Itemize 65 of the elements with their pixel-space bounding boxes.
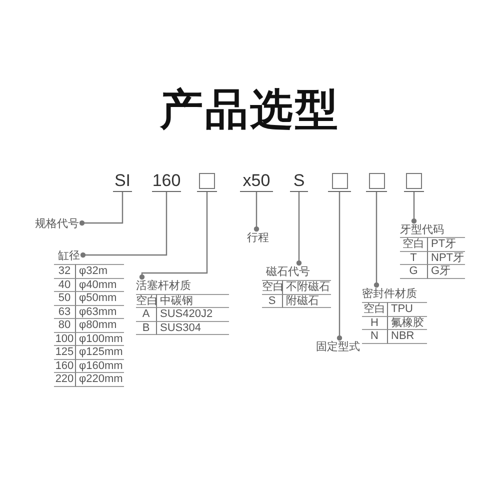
option-code: 空白 (262, 280, 283, 294)
leader-line (254, 192, 260, 232)
blank-slot (404, 171, 424, 192)
blank-slot (328, 171, 351, 192)
option-code: 100 (54, 332, 76, 345)
option-value: φ220mm (76, 372, 124, 386)
code-segment: SI (113, 171, 132, 192)
title: 产品选型 (160, 86, 340, 134)
option-value: 氟橡胶 (388, 316, 427, 329)
option-value: φ32m (76, 264, 124, 278)
option-value: PT牙 (428, 237, 465, 251)
option-value: φ125mm (76, 345, 124, 358)
option-value: SUS420J2 (157, 307, 229, 321)
category-label: 固定型式 (313, 338, 363, 354)
option-value: 不附磁石 (283, 280, 331, 294)
option-value: φ50mm (76, 291, 124, 304)
option-code: 125 (54, 345, 76, 358)
option-code: 80 (54, 318, 76, 332)
option-code: 63 (54, 304, 76, 318)
leader-line (296, 192, 302, 266)
option-value: TPU (388, 302, 427, 316)
category-label: 活塞杆材质 (133, 277, 194, 293)
option-code: B (136, 320, 157, 336)
code-segment: S (290, 171, 308, 192)
option-value: φ63mm (76, 304, 124, 318)
category-label: 磁石代号 (263, 263, 313, 279)
option-code: 220 (54, 372, 76, 386)
option-code: H (362, 316, 388, 329)
leader-line (336, 192, 342, 341)
option-code: 40 (54, 278, 76, 291)
option-value: 中碳钢 (157, 294, 229, 308)
option-code: 空白 (400, 237, 428, 251)
category-label: 缸径 (55, 247, 83, 263)
category-label: 牙型代码 (397, 221, 447, 237)
option-value: φ40mm (76, 278, 124, 291)
option-code: T (400, 250, 428, 264)
option-value: φ100mm (76, 332, 124, 345)
leader-line (139, 192, 208, 280)
option-value: SUS304 (157, 320, 229, 336)
leader-line (411, 192, 417, 224)
blank-slot (197, 171, 217, 192)
leader-line (79, 192, 124, 226)
option-code: S (262, 294, 283, 308)
option-value: φ160mm (76, 358, 124, 372)
option-value: NPT牙 (428, 250, 465, 264)
option-value: NBR (388, 329, 427, 344)
option-code: 32 (54, 264, 76, 278)
option-code: 160 (54, 358, 76, 372)
category-label: 密封件材质 (359, 285, 420, 301)
category-label: 规格代号 (32, 215, 82, 231)
category-label: 行程 (244, 229, 272, 245)
option-code: G (400, 264, 428, 279)
blank-slot (366, 171, 387, 192)
option-code: 空白 (136, 294, 157, 308)
option-value: 附磁石 (283, 294, 331, 308)
code-segment: x50 (240, 171, 273, 192)
option-code: 50 (54, 291, 76, 304)
option-code: N (362, 329, 388, 344)
option-code: 空白 (362, 302, 388, 316)
option-value: G牙 (428, 264, 465, 279)
leader-line (374, 192, 380, 288)
code-segment: 160 (152, 171, 181, 192)
option-value: φ80mm (76, 318, 124, 332)
option-code: A (136, 307, 157, 321)
leader-line (80, 192, 168, 258)
